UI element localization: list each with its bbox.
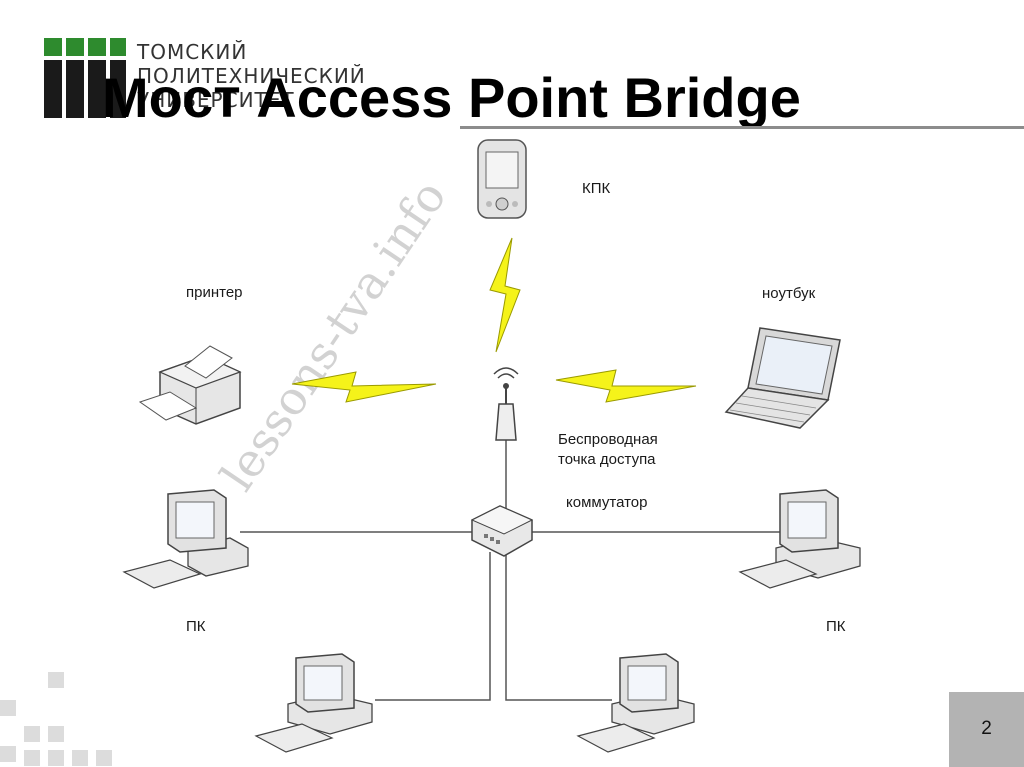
pda-icon — [477, 139, 527, 219]
wired-links — [240, 440, 780, 701]
link-switch-pc-bottom-left — [375, 552, 491, 701]
title-underline — [460, 126, 1024, 129]
pc-bottom-right-icon — [576, 653, 695, 753]
pc-left-icon — [122, 489, 249, 589]
link-switch-pc-bottom-right — [505, 552, 612, 701]
printer-label: принтер — [186, 284, 243, 301]
switch-icon — [470, 505, 534, 557]
pda-label: КПК — [582, 180, 611, 197]
lightning-laptop-icon — [555, 369, 697, 403]
access-point-label-line-1: Беспроводная — [558, 431, 658, 448]
network-diagram — [122, 139, 861, 753]
laptop-label: ноутбук — [762, 285, 816, 302]
decorative-squares — [0, 672, 112, 766]
switch-label: коммутатор — [566, 494, 648, 511]
lightning-pda-icon — [489, 237, 521, 353]
university-name-line-2: ПОЛИТЕХНИЧЕСКИЙ — [137, 64, 366, 88]
university-logo-mark-icon — [44, 38, 126, 118]
page-number: 2 — [981, 718, 992, 739]
university-name-line-1: ТОМСКИЙ — [137, 40, 248, 64]
wireless-links — [291, 237, 697, 403]
university-logo: ТОМСКИЙ ПОЛИТЕХНИЧЕСКИЙ УНИВЕРСИТЕТ — [44, 38, 404, 118]
pc-right-icon — [738, 489, 861, 589]
access-point-icon — [493, 367, 519, 441]
lightning-printer-icon — [291, 371, 437, 403]
slide-title: Мост Access Point Bridge — [102, 66, 801, 129]
laptop-icon — [724, 327, 841, 429]
pc-bottom-left-icon — [254, 653, 373, 753]
access-point-label-line-2: точка доступа — [558, 451, 656, 468]
pc-right-label: ПК — [826, 618, 846, 635]
pc-left-label: ПК — [186, 618, 206, 635]
page-number-box: 2 — [949, 692, 1024, 767]
printer-icon — [138, 345, 242, 425]
access-point-label: Беспроводная точка доступа — [558, 430, 658, 470]
university-name: ТОМСКИЙ ПОЛИТЕХНИЧЕСКИЙ УНИВЕРСИТЕТ — [137, 40, 407, 112]
university-name-line-3: УНИВЕРСИТЕТ — [137, 88, 295, 112]
